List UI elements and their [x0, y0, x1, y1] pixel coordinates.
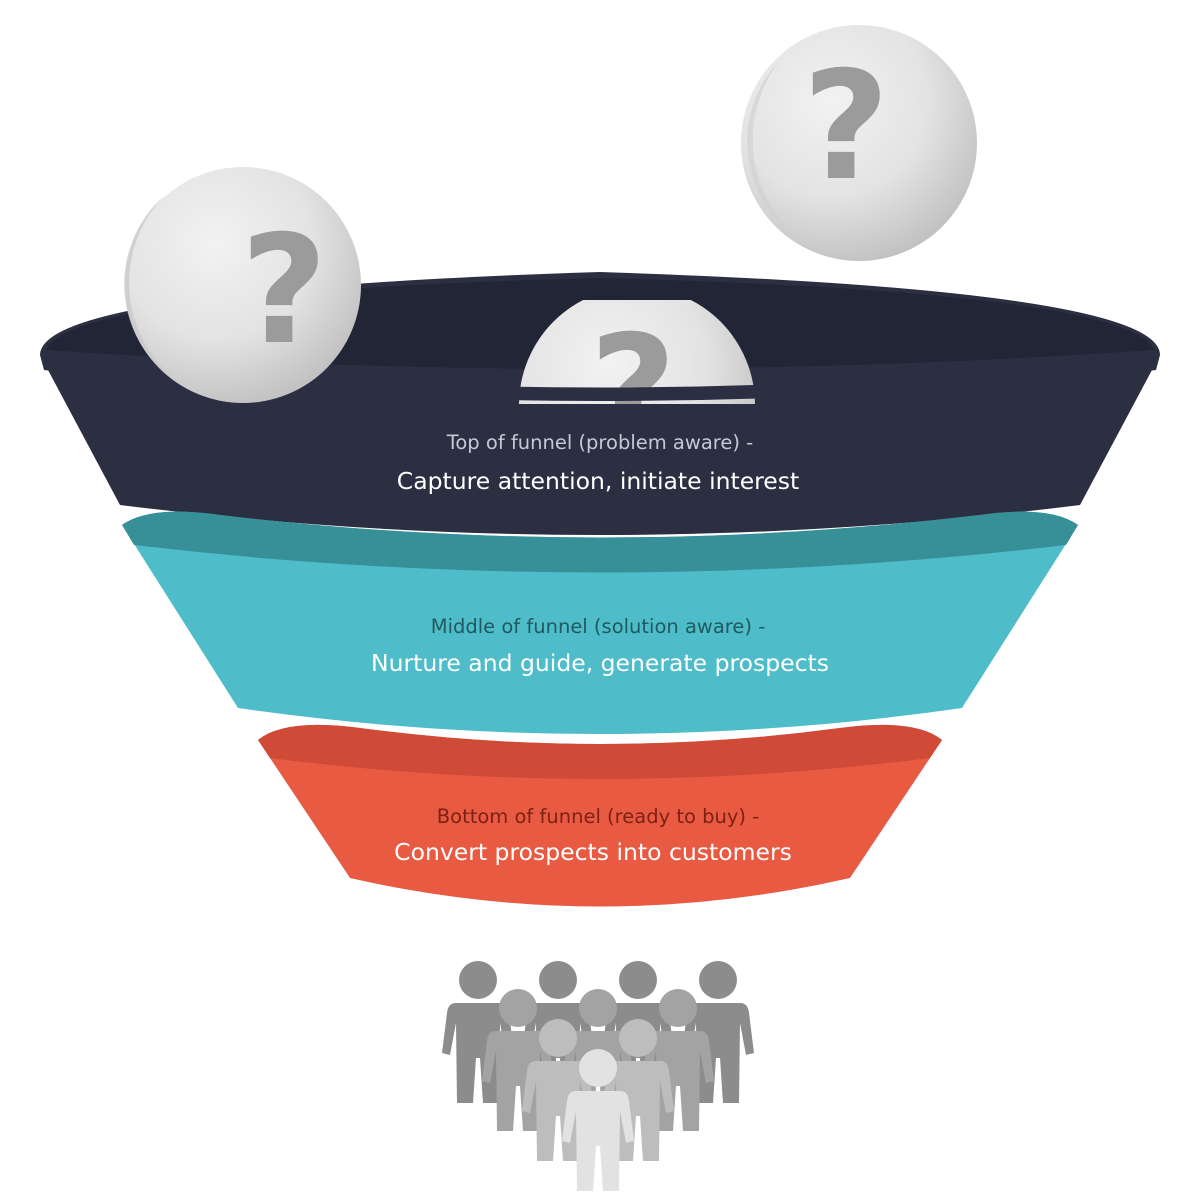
funnel-stage-middle-body	[122, 511, 1078, 734]
person-icon	[482, 989, 554, 1131]
stage-top-label: Top of funnel (problem aware) -	[446, 431, 753, 454]
stage-top-description: Capture attention, initiate interest	[397, 467, 799, 495]
funnel-stage-middle-rim	[122, 511, 1078, 573]
question-mark: ?	[802, 40, 889, 214]
stage-bottom-description: Convert prospects into customers	[394, 838, 792, 866]
person-icon	[522, 1019, 594, 1161]
people-group-icon	[442, 961, 754, 1191]
question-ball-icon: ?	[519, 300, 755, 404]
funnel-stage-top-lip	[40, 355, 1160, 401]
person-icon	[642, 989, 714, 1131]
stage-bottom-label: Bottom of funnel (ready to buy) -	[437, 805, 759, 828]
person-icon	[442, 961, 514, 1103]
question-ball-icon: ?	[741, 25, 977, 261]
stage-middle-description: Nurture and guide, generate prospects	[371, 649, 829, 677]
person-icon	[682, 961, 754, 1103]
person-icon	[602, 1019, 674, 1161]
question-ball-icon: ?	[124, 167, 361, 403]
stage-middle-label: Middle of funnel (solution aware) -	[431, 615, 765, 638]
funnel-stage-bottom-rim	[258, 724, 942, 779]
question-mark: ?	[240, 204, 327, 378]
person-icon	[562, 1049, 634, 1191]
